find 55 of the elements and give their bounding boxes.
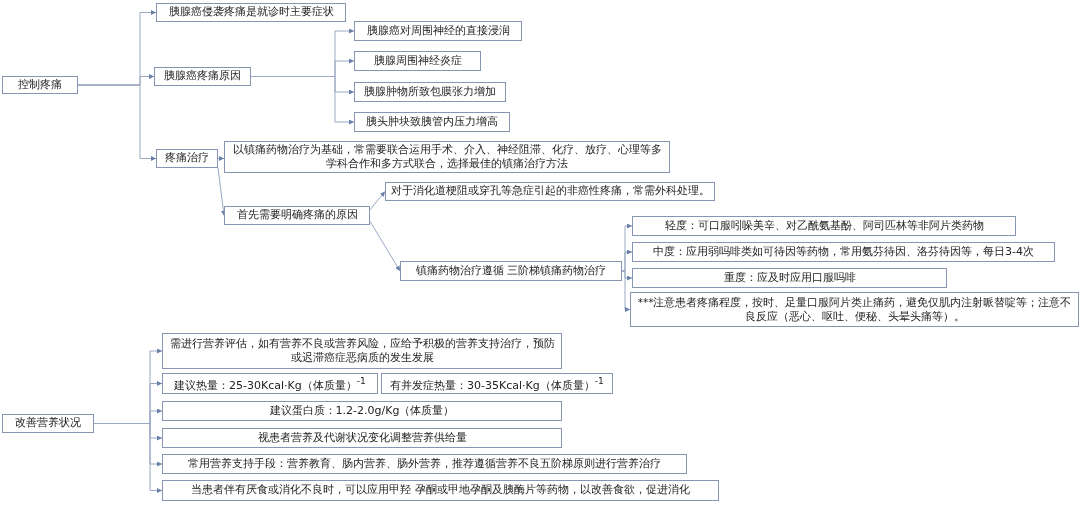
node-text: 胰腺肿物所致包膜张力增加 — [364, 84, 496, 100]
text-box — [156, 3, 346, 22]
text-box — [632, 242, 1055, 262]
node-text: 当患者伴有厌食或消化不良时，可以应用甲羟 孕酮或甲地孕酮及胰酶片等药物，以改善食欲，促进消化 — [191, 483, 690, 498]
text-box — [354, 82, 506, 102]
node-text: 重度：应及时应用口服吗啡 — [723, 270, 856, 286]
text-box — [154, 67, 251, 86]
connector — [369, 220, 401, 272]
text-box — [2, 414, 94, 433]
text-box — [381, 373, 613, 394]
text-box — [354, 112, 510, 132]
node-text: 胰腺周围神经炎症 — [373, 53, 462, 69]
node-text: 需进行营养评估，如有营养不良或营养风险，应给予积极的营养支持治疗，预防或迟滞癌症恶病质的发生发展 — [168, 336, 556, 366]
text-box — [162, 401, 562, 421]
text-box — [162, 480, 719, 501]
text-box — [632, 216, 1016, 236]
node-text: 改善营养状况 — [15, 416, 81, 431]
node-text: 建议热量：25-30Kcal·Kg（体质量）$^{-1}$ — [174, 374, 366, 393]
node-text: 胰头肿块致胰管内压力增高 — [366, 114, 498, 130]
connector — [369, 191, 386, 211]
node-text: 中度：应用弱吗啡类如可待因等药物，常用氨芬待因、洛芬待因等，每日3-4次 — [653, 244, 1034, 260]
text-box — [354, 21, 522, 41]
connector — [77, 84, 157, 161]
text-box — [400, 261, 622, 281]
text-box — [354, 51, 481, 71]
connector — [217, 167, 226, 216]
node-text: 以镇痛药物治疗为基础，常需要联合运用手术、介入、神经阻滞、化疗、放疗、心理等多学科合作和多方式联合，选择最佳的镇痛治疗方法 — [231, 142, 663, 172]
text-box — [632, 268, 947, 288]
node-text: ***注意患者疼痛程度，按时、足量口服阿片类止痛药，避免仅肌内注射哌替啶等；注意不良反应（恶心、呕吐、便秘、头晕头痛等）。 — [636, 295, 1073, 324]
text-box — [156, 149, 218, 168]
text-box — [385, 182, 715, 201]
connector — [250, 76, 355, 125]
node-text: 控制疼痛 — [18, 77, 62, 93]
text-box — [162, 454, 687, 474]
connector — [621, 270, 631, 312]
node-text: 常用营养支持手段：营养教育、肠内营养、肠外营养，推荐遵循营养不良五阶梯原则进行营养治疗 — [188, 456, 661, 472]
text-box — [2, 76, 78, 94]
node-text: 胰腺癌对周围神经的直接浸润 — [366, 23, 510, 39]
node-text: 胰腺癌侵袭疼痛是就诊时主要症状 — [168, 5, 334, 20]
text-box — [162, 333, 562, 369]
node-text: 疼痛治疗 — [165, 151, 209, 166]
text-box — [162, 373, 378, 394]
node-text: 对于消化道梗阻或穿孔等急症引起的非癌性疼痛，常需外科处理。 — [390, 184, 710, 199]
text-box — [162, 428, 562, 448]
text-box — [630, 292, 1079, 327]
node-text: 胰腺癌疼痛原因 — [164, 69, 241, 84]
node-text: 有并发症热量：30-35Kcal·Kg（体质量）$^{-1}$ — [390, 374, 604, 393]
node-text: 视患者营养及代谢状况变化调整营养供给量 — [257, 430, 467, 446]
text-box — [224, 206, 370, 225]
node-text: 轻度：可口服吲哚美辛、对乙酰氨基酚、阿司匹林等非阿片类药物 — [664, 218, 984, 234]
connector — [217, 156, 225, 161]
node-text: 建议蛋白质：1.2-2.0g/Kg（体质量） — [269, 403, 455, 419]
node-text: 首先需要明确疼痛的原因 — [236, 208, 358, 223]
node-text: 镇痛药物治疗遵循 三阶梯镇痛药物治疗 — [415, 263, 607, 279]
connector — [93, 423, 163, 493]
